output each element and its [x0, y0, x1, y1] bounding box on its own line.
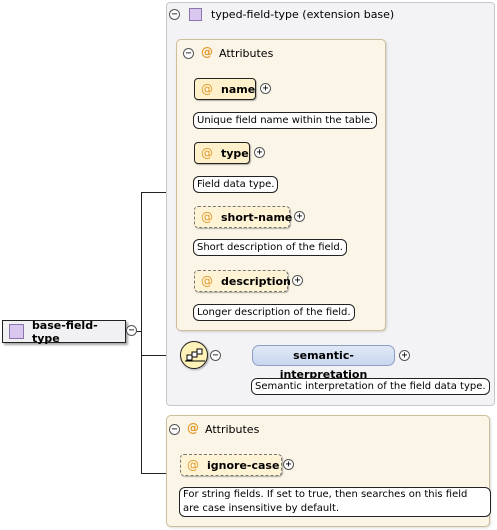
attribute-expand-toggle[interactable]: +: [292, 275, 303, 286]
attribute-doc: For string fields. If set to true, then …: [179, 487, 491, 517]
attribute-name[interactable]: @ name: [194, 78, 256, 100]
root-collapse-toggle[interactable]: −: [126, 325, 137, 336]
attribute-expand-toggle[interactable]: +: [260, 83, 271, 94]
attribute-doc: Unique field name within the table.: [193, 112, 378, 129]
attributes-group-2-label: Attributes: [205, 423, 260, 436]
complex-type-icon: [9, 324, 24, 339]
connector-attrs2: [141, 473, 166, 474]
attribute-icon: @: [201, 82, 213, 96]
attribute-ignore-case[interactable]: @ ignore-case: [180, 454, 282, 476]
attribute-icon: @: [187, 421, 199, 435]
attribute-label: name: [221, 82, 256, 96]
connector-ext: [141, 192, 166, 193]
sequence-symbol-icon: [185, 348, 205, 362]
attribute-description[interactable]: @ description: [194, 270, 291, 292]
attribute-expand-toggle[interactable]: +: [254, 147, 265, 158]
attribute-doc: Field data type.: [193, 176, 279, 193]
attribute-icon: @: [187, 458, 199, 472]
sequence-icon[interactable]: [180, 341, 208, 369]
element-expand-toggle[interactable]: +: [399, 350, 410, 361]
attribute-icon: @: [201, 45, 213, 59]
attribute-expand-toggle[interactable]: +: [294, 211, 305, 222]
attribute-label: type: [221, 146, 249, 160]
root-element-label: base-field-type: [31, 318, 98, 345]
element-doc: Semantic interpretation of the field dat…: [251, 378, 490, 395]
attributes-2-collapse-toggle[interactable]: −: [169, 424, 180, 435]
attribute-short-name[interactable]: @ short-name: [194, 206, 293, 228]
complex-type-icon: [189, 8, 202, 21]
sequence-collapse-toggle[interactable]: −: [210, 350, 221, 361]
attribute-icon: @: [201, 146, 213, 160]
attribute-doc-line: are case insensitive by default.: [183, 503, 340, 514]
attribute-type[interactable]: @ type: [194, 142, 250, 164]
connector-seq: [141, 355, 180, 356]
attributes-collapse-toggle[interactable]: −: [183, 48, 194, 59]
attribute-expand-toggle[interactable]: +: [283, 459, 294, 470]
connector-trunk: [141, 192, 142, 473]
attribute-doc-line: For string fields. If set to true, then …: [183, 489, 468, 500]
element-semantic-interpretation[interactable]: semantic-interpretation: [252, 345, 395, 381]
attribute-icon: @: [201, 274, 213, 288]
extension-label: typed-field-type (extension base): [211, 8, 395, 21]
attribute-label: ignore-case: [207, 458, 280, 472]
attribute-doc: Short description of the field.: [193, 239, 347, 256]
attribute-label: description: [221, 274, 291, 288]
attributes-group-label: Attributes: [219, 47, 274, 60]
attribute-icon: @: [201, 210, 213, 224]
attribute-label: short-name: [221, 210, 293, 224]
attribute-doc: Longer description of the field.: [193, 304, 355, 321]
extension-collapse-toggle[interactable]: −: [169, 9, 180, 20]
root-element[interactable]: base-field-type: [2, 318, 126, 345]
